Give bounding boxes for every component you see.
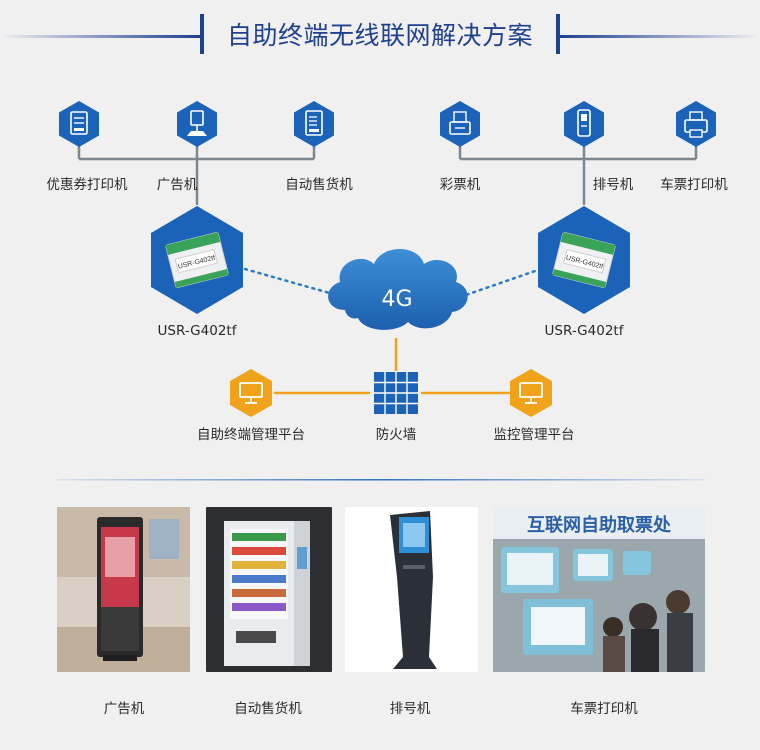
label-ad-machine: 广告机 [156,177,198,193]
left-device-connectors [77,142,316,205]
label-lottery-machine: 彩票机 [439,177,481,193]
caption-vending-machine: 自动售货机 [234,701,302,717]
caption-queue-machine: 排号机 [389,701,431,717]
ticket-banner-text: 互联网自助取票处 [527,514,672,536]
queue-machine-photo [345,507,478,672]
title-decoration [0,14,760,54]
label-monitor-platform: 监控管理平台 [493,427,575,443]
left-platform-monitor-icon [230,369,272,417]
lottery-machine-icon [440,101,480,147]
ticket-printer-photo: 互联网自助取票处 [493,507,705,672]
ticket-printer-icon [676,101,716,147]
right-usr-module: USR-G402tf [538,206,630,314]
4g-cloud: 4G [328,249,468,330]
caption-ticket-printer: 车票打印机 [570,701,638,717]
right-platform-monitor-icon [510,369,552,417]
label-coupon-printer: 优惠券打印机 [46,177,128,193]
queue-machine-icon [564,101,604,147]
vending-machine-icon [294,101,334,147]
left-usr-module: USR-G402tf [151,206,243,314]
platform-links [274,338,510,395]
label-ticket-printer: 车票打印机 [660,177,728,193]
ad-machine-photo [57,507,190,672]
label-right-module: USR-G402tf [544,323,624,339]
label-vending-machine: 自动售货机 [285,177,353,193]
label-queue-machine: 排号机 [592,177,634,193]
page-title: 自助终端无线联网解决方案 [226,21,533,50]
ad-machine-icon [177,101,217,147]
vending-machine-photo [206,507,332,672]
caption-ad-machine: 广告机 [103,701,145,717]
label-terminal-platform: 自助终端管理平台 [197,427,305,443]
coupon-printer-icon [59,101,99,147]
right-device-connectors [458,142,698,205]
firewall-icon [374,372,418,414]
label-left-module: USR-G402tf [157,323,237,339]
label-firewall: 防火墙 [375,427,417,443]
wireless-links [243,267,540,299]
cloud-label: 4G [381,287,412,312]
section-divider [57,479,705,481]
